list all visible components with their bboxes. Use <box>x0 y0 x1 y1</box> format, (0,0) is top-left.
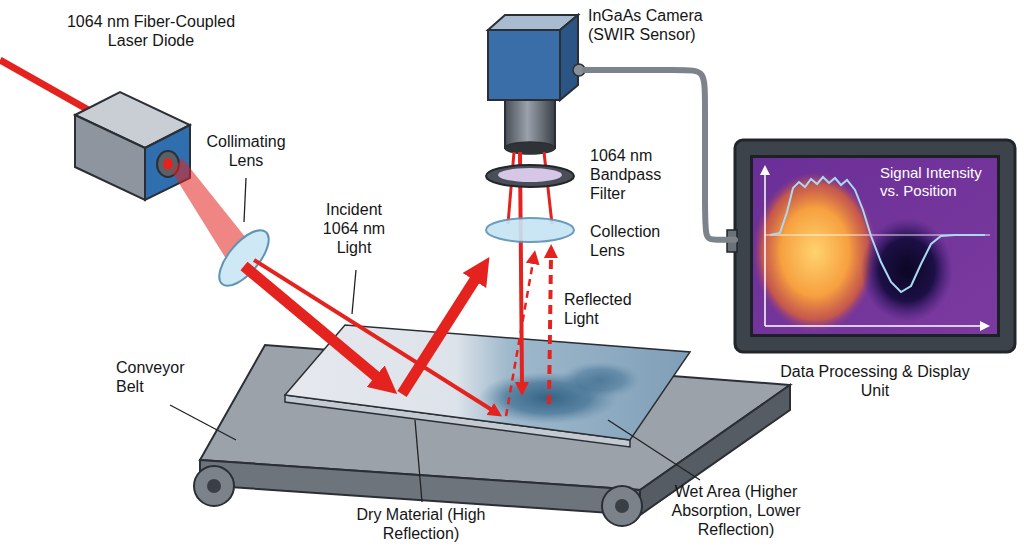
screen-title: Signal Intensity vs. Position <box>880 164 1002 200</box>
y-axis <box>764 174 766 326</box>
display-frame <box>735 140 1015 352</box>
collection-lens <box>486 218 574 242</box>
x-axis <box>765 325 981 327</box>
display-unit <box>727 140 1015 352</box>
camera-side <box>560 15 578 100</box>
belt-roller <box>602 486 642 526</box>
screen-bezel <box>750 155 1000 337</box>
belt-roller <box>194 466 234 506</box>
reflected-beam <box>402 278 476 394</box>
filter-ring <box>486 165 574 187</box>
leader-line <box>170 405 236 440</box>
wet-area <box>560 362 640 398</box>
leader-line <box>352 270 356 314</box>
lens <box>486 218 574 242</box>
leader-line <box>244 178 246 222</box>
laser-diode <box>0 60 190 200</box>
wet-signal-region <box>861 218 953 322</box>
ingaas-camera <box>488 15 585 154</box>
beam-label: Incident 1064 nm Light <box>312 200 396 258</box>
roller-axle <box>207 479 221 493</box>
display-node: Signal Intensity vs. PositionData Proces… <box>735 140 1015 352</box>
laser-emitter <box>163 158 173 170</box>
focused-beam <box>508 152 514 224</box>
filter-glass <box>498 168 562 182</box>
collimating-lens <box>172 158 277 294</box>
focused-beam <box>544 152 552 224</box>
leader-line <box>415 420 422 502</box>
reflected-beam <box>549 256 551 404</box>
camera-body <box>488 30 560 100</box>
belt-label: Conveyor Belt <box>116 358 200 396</box>
camera-label: InGaAs Camera (SWIR Sensor) <box>588 6 716 44</box>
optical-fiber <box>0 60 92 112</box>
material-plate <box>285 325 690 447</box>
display-label: Data Processing & Display Unit <box>765 362 985 400</box>
incident-beam <box>244 260 492 410</box>
bandpass-filter <box>486 165 574 187</box>
incident-beam <box>254 260 492 410</box>
lens-label: Collection Lens <box>590 222 686 260</box>
laser-label: 1064 nm Fiber-Coupled Laser Diode <box>55 12 247 50</box>
beam-label: Reflected Light <box>564 290 648 328</box>
reflected-beam <box>402 152 552 416</box>
laser-side <box>75 115 145 200</box>
roller-axle <box>615 499 629 513</box>
camera-lens-barrel <box>505 100 555 148</box>
filter-label: 1064 nm Bandpass Filter <box>590 146 672 204</box>
incident-beam <box>244 266 378 378</box>
camera-node: InGaAs Camera (SWIR Sensor) <box>488 12 585 102</box>
material-label: Wet Area (Higher Absorption, Lower Refle… <box>650 482 822 540</box>
material-label: Dry Material (High Reflection) <box>354 505 488 543</box>
heatmap-screen <box>753 158 997 334</box>
leader-line <box>608 420 700 480</box>
camera-cable <box>585 70 735 240</box>
lens-label: Collimating Lens <box>198 132 294 170</box>
plate-top <box>285 325 690 440</box>
leader-lines <box>170 178 700 502</box>
